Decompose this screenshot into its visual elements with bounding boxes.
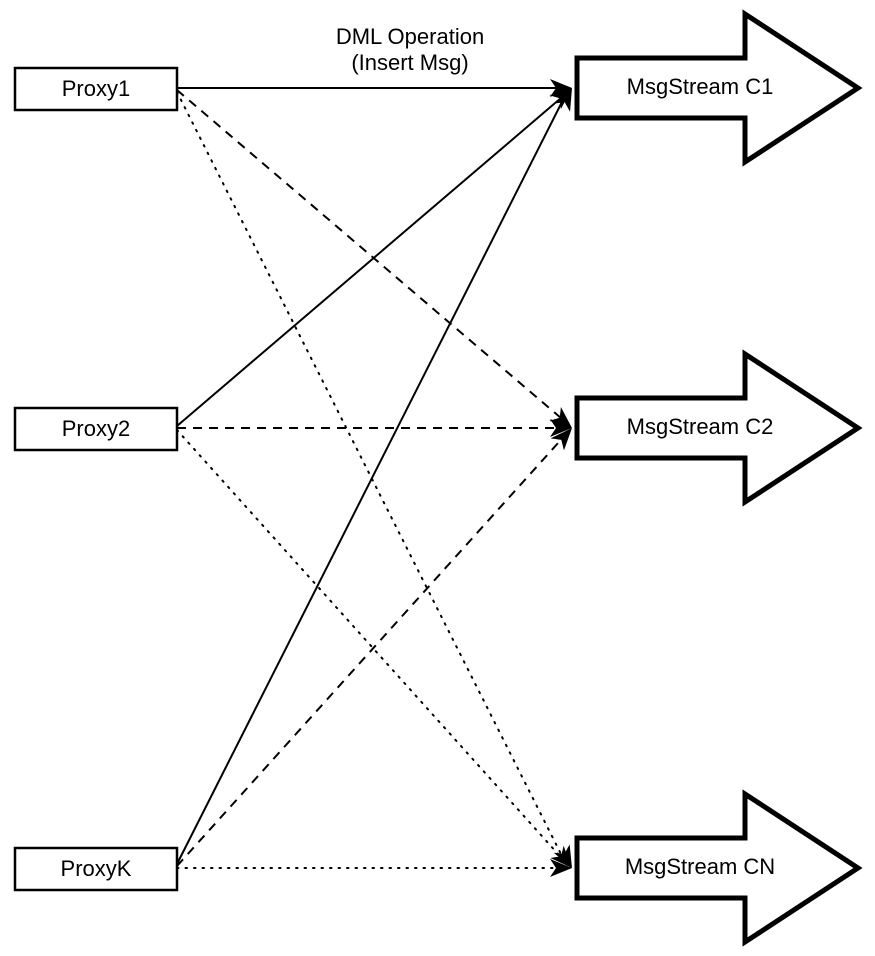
edge-caption: DML Operation (Insert Msg) xyxy=(336,24,484,75)
edge-proxyK-to-stream_c2 xyxy=(176,431,569,867)
proxy-box-rect xyxy=(13,66,179,112)
stream-label: MsgStream C2 xyxy=(627,414,774,439)
edge-caption-line2: (Insert Msg) xyxy=(351,50,468,75)
streams-layer: MsgStream C1 MsgStream C2 MsgStream CN xyxy=(574,9,863,947)
stream-arrow-shape xyxy=(574,9,863,167)
stream-node-stream_c2[interactable]: MsgStream C2 xyxy=(574,349,863,507)
edge-proxy1-to-stream_cn xyxy=(176,91,566,863)
arrowhead-icon-e_p1_c1 xyxy=(550,79,572,97)
proxy-label: Proxy1 xyxy=(62,76,130,101)
arrowhead-icon-e_pk_c2 xyxy=(550,428,572,451)
arrowheads-layer xyxy=(549,79,572,877)
edges-layer xyxy=(176,87,571,869)
arrowhead-icon-e_p1_c2 xyxy=(549,406,572,428)
edge-proxyK-to-stream_c1 xyxy=(176,93,567,865)
stream-label: MsgStream CN xyxy=(625,854,775,879)
arrowhead-icon-e_pk_c1 xyxy=(553,88,572,112)
proxy-node-proxy1[interactable]: Proxy1 xyxy=(13,66,179,112)
proxy-label: Proxy2 xyxy=(62,416,130,441)
proxy-box-rect xyxy=(13,846,179,892)
stream-label: MsgStream C1 xyxy=(627,74,774,99)
stream-arrow-shape xyxy=(574,349,863,507)
edge-proxy2-to-stream_c1 xyxy=(176,91,569,427)
proxy-node-proxy2[interactable]: Proxy2 xyxy=(13,406,179,452)
proxy-box-rect xyxy=(13,406,179,452)
edge-proxy2-to-stream_cn xyxy=(176,429,568,865)
stream-node-stream_c1[interactable]: MsgStream C1 xyxy=(574,9,863,167)
arrowhead-icon-e_p2_cn xyxy=(550,845,572,868)
stream-node-stream_cn[interactable]: MsgStream CN xyxy=(574,789,863,947)
edge-caption-line1: DML Operation xyxy=(336,24,484,49)
edge-proxy1-to-stream_c2 xyxy=(176,89,569,425)
arrowhead-icon-e_pk_cn xyxy=(550,859,572,877)
arrowhead-icon-e_p2_c2 xyxy=(550,419,572,437)
proxy-label: ProxyK xyxy=(61,856,132,881)
stream-arrow-shape xyxy=(574,789,863,947)
proxy-node-proxyK[interactable]: ProxyK xyxy=(13,846,179,892)
